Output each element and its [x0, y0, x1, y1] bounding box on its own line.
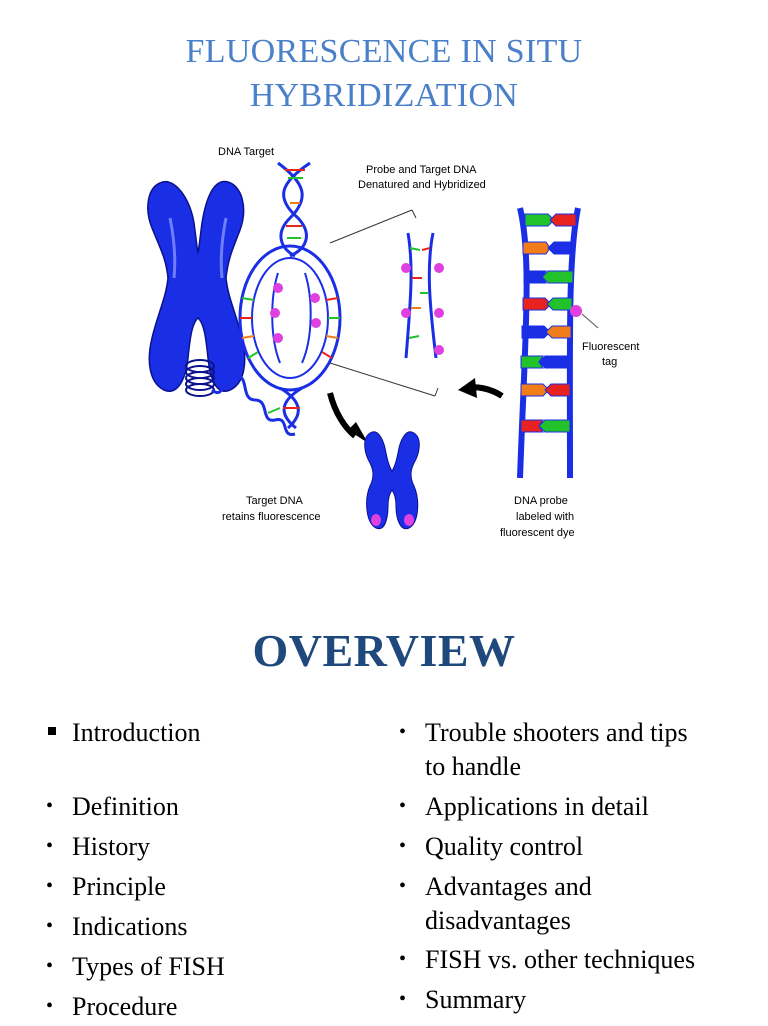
- list-item: •FISH vs. other techniques: [397, 943, 695, 977]
- square-bullet-icon: [44, 716, 70, 750]
- dot-bullet-icon: •: [399, 988, 407, 1010]
- dot-bullet-icon: •: [399, 875, 407, 897]
- arrow-to-chromosome-icon: [327, 392, 368, 443]
- label-tag-line-1: Fluorescent: [582, 341, 639, 353]
- overview-heading: OVERVIEW: [252, 625, 516, 676]
- list-item: Introduction: [44, 716, 201, 750]
- dot-bullet-icon: •: [399, 721, 407, 743]
- list-item: •Principle: [44, 870, 166, 904]
- title-line-2: HYBRIDIZATION: [249, 77, 519, 114]
- dot-bullet-icon: •: [46, 995, 54, 1017]
- dna-helix-top-icon: [277, 161, 311, 258]
- small-chromosome-icon: [364, 431, 420, 530]
- label-tag-line-2: tag: [602, 356, 617, 368]
- list-item: •Summary: [397, 983, 526, 1017]
- dna-probe-ladder-icon: [517, 207, 599, 479]
- chromatin-coil-icon: [185, 359, 296, 436]
- label-probe-dna-line-2: labeled with: [516, 511, 574, 523]
- dot-bullet-icon: •: [46, 955, 54, 977]
- dot-bullet-icon: •: [46, 835, 54, 857]
- large-chromosome-icon: [147, 180, 246, 392]
- dot-bullet-icon: •: [399, 835, 407, 857]
- dna-bubble-icon: [238, 244, 342, 392]
- dna-helix-bottom-icon: [267, 386, 303, 430]
- list-item: •Applications in detail: [397, 790, 649, 824]
- list-item: •Quality control: [397, 830, 583, 864]
- dot-bullet-icon: •: [46, 875, 54, 897]
- list-item: •Procedure: [44, 990, 177, 1024]
- zoom-lines: [329, 209, 439, 397]
- list-item: •History: [44, 830, 150, 864]
- list-item: •Indications: [44, 910, 188, 944]
- label-target-line-2: retains fluorescence: [222, 511, 320, 523]
- hybridized-strands-icon: [401, 232, 444, 359]
- fish-diagram: DNA Target Probe and Target DNA Denature…: [147, 146, 639, 539]
- label-probe-line-1: Probe and Target DNA: [366, 164, 477, 176]
- list-item: •Definition: [44, 790, 179, 824]
- dot-bullet-icon: •: [46, 915, 54, 937]
- label-probe-dna-line-1: DNA probe: [514, 495, 568, 507]
- slide-title: FLUORESCENCE IN SITU HYBRIDIZATION: [0, 30, 768, 118]
- label-probe-line-2: Denatured and Hybridized: [358, 179, 486, 191]
- list-item: •Types of FISH: [44, 950, 225, 984]
- arrow-to-hybridized-icon: [458, 378, 504, 399]
- title-line-1: FLUORESCENCE IN SITU: [185, 33, 583, 70]
- dot-bullet-icon: •: [46, 795, 54, 817]
- bubble-bases: [240, 297, 340, 359]
- label-target-line-1: Target DNA: [246, 495, 304, 507]
- bubble-dye-dots: [270, 283, 321, 343]
- dot-bullet-icon: •: [399, 795, 407, 817]
- label-probe-dna-line-3: fluorescent dye: [500, 527, 575, 539]
- label-dna-target: DNA Target: [218, 146, 274, 158]
- dot-bullet-icon: •: [399, 948, 407, 970]
